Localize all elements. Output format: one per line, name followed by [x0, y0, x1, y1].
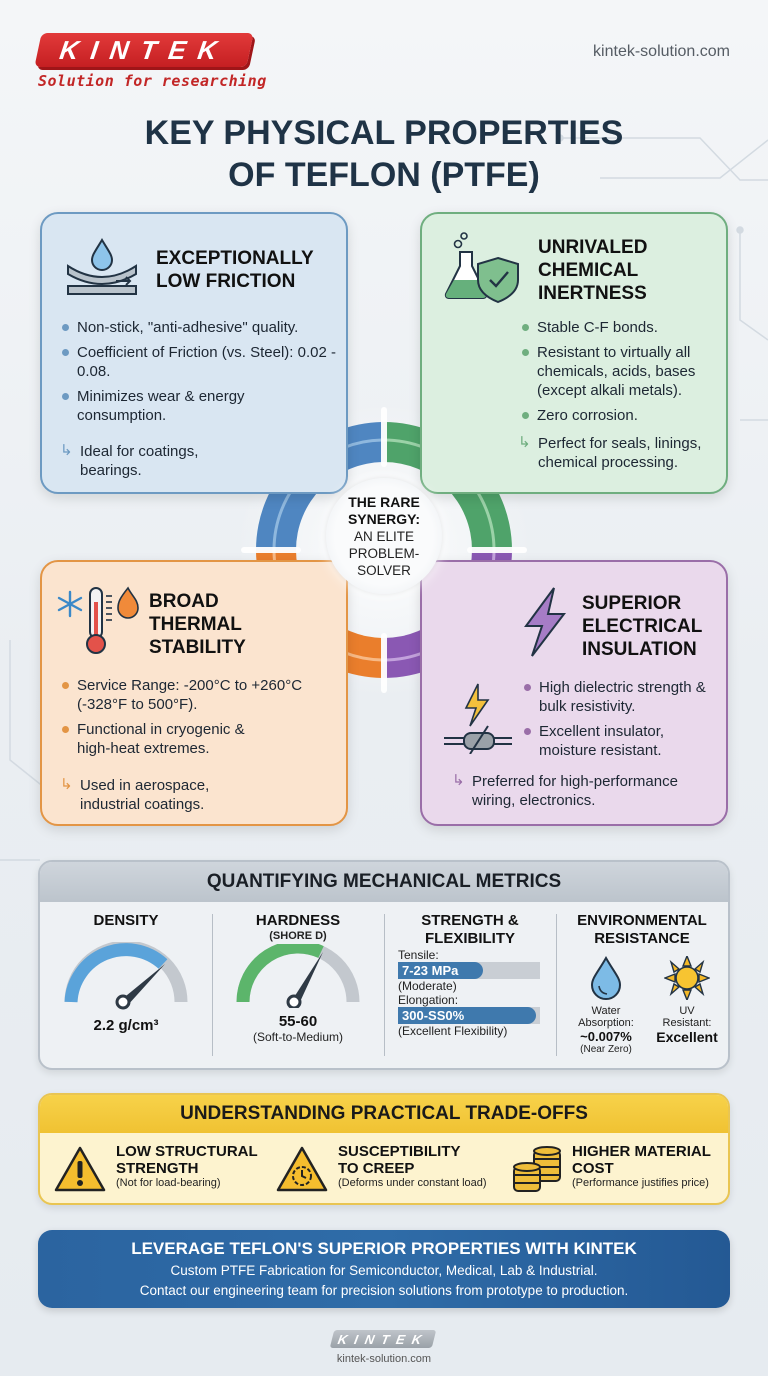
bullet-list: Service Range: -200°C to +260°C (-328°F …: [60, 676, 340, 764]
arrow-return-icon: ↳: [60, 442, 73, 459]
tradeoffs-panel: UNDERSTANDING PRACTICAL TRADE-OFFS LOW S…: [38, 1093, 730, 1205]
hardness-metric: HARDNESS (SHORE D) 55-60 (Soft-to-Medium…: [212, 912, 384, 1058]
cta-line-2: Contact our engineering team for precisi…: [139, 1283, 629, 1298]
water-drop-icon: [590, 955, 622, 1000]
lightning-bolt-icon: [524, 587, 567, 657]
logo-tagline: Solution for researching: [38, 72, 267, 90]
flask-shield-icon: [444, 232, 519, 304]
divider: [212, 914, 213, 1056]
application-note: ↳ Used in aerospace, industrial coatings…: [60, 776, 210, 813]
chemical-inertness-card: UNRIVALED CHEMICAL INERTNESS Stable C-F …: [420, 212, 728, 494]
card-title: EXCEPTIONALLY LOW FRICTION: [156, 248, 314, 292]
divider: [556, 914, 557, 1056]
strength-flexibility-metric: STRENGTH & FLEXIBILITY Tensile: 7-23 MPa…: [384, 912, 556, 1058]
insulated-wire-icon: [444, 683, 512, 754]
uv-resistance: UV Resistant: Excellent: [650, 954, 724, 1045]
cta-heading: LEVERAGE TEFLON'S SUPERIOR PROPERTIES WI…: [131, 1239, 637, 1258]
hardness-gauge-icon: [236, 940, 360, 1010]
tradeoff-item: SUSCEPTIBILITY TO CREEP (Deforms under c…: [338, 1143, 487, 1189]
arrow-return-icon: ↳: [60, 776, 73, 793]
bullet-list: Non-stick, "anti-adhesive" quality. Coef…: [60, 318, 340, 431]
warning-exclamation-icon: [54, 1146, 106, 1192]
low-friction-card: EXCEPTIONALLY LOW FRICTION Non-stick, "a…: [40, 212, 348, 494]
application-note: ↳ Ideal for coatings, bearings.: [60, 442, 199, 479]
site-url-link[interactable]: kintek-solution.com: [593, 43, 730, 60]
thermal-stability-card: BROAD THERMAL STABILITY Service Range: -…: [40, 560, 348, 826]
arrow-return-icon: ↳: [452, 772, 465, 789]
kintek-logo[interactable]: KINTEK: [34, 33, 254, 67]
card-title: UNRIVALED CHEMICAL INERTNESS: [538, 237, 648, 304]
tradeoffs-title: UNDERSTANDING PRACTICAL TRADE-OFFS: [40, 1095, 728, 1133]
water-absorption: Water Absorption: ~0.007% (Near Zero): [566, 955, 646, 1055]
application-note: ↳ Perfect for seals, linings, chemical p…: [518, 434, 702, 471]
warning-clock-icon: [276, 1146, 328, 1192]
arrow-return-icon: ↳: [518, 434, 531, 451]
footer-kintek-logo[interactable]: KINTEK: [329, 1330, 437, 1348]
list-item: Minimizes wear & energy consumption.: [60, 387, 270, 425]
cta-line-1: Custom PTFE Fabrication for Semiconducto…: [170, 1263, 598, 1278]
thermometer-snowflake-flame-icon: [57, 586, 139, 654]
logo-text: KINTEK: [57, 34, 231, 65]
title-line-1: KEY PHYSICAL PROPERTIES: [144, 114, 624, 152]
bullet-list: Stable C-F bonds. Resistant to virtually…: [520, 318, 720, 431]
synergy-center-label: THE RARE SYNERGY: AN ELITE PROBLEM- SOLV…: [326, 478, 442, 594]
card-title: SUPERIOR ELECTRICAL INSULATION: [582, 593, 703, 660]
card-title: BROAD THERMAL STABILITY: [149, 591, 246, 658]
list-item: Resistant to virtually all chemicals, ac…: [520, 343, 720, 400]
electrical-insulation-card: SUPERIOR ELECTRICAL INSULATION High diel…: [420, 560, 728, 826]
cta-banner[interactable]: LEVERAGE TEFLON'S SUPERIOR PROPERTIES WI…: [38, 1230, 730, 1308]
list-item: Zero corrosion.: [520, 406, 720, 425]
list-item: High dielectric strength & bulk resistiv…: [522, 678, 722, 716]
sun-icon: [663, 954, 711, 1002]
metrics-title: QUANTIFYING MECHANICAL METRICS: [40, 862, 728, 902]
tradeoff-item: HIGHER MATERIAL COST (Performance justif…: [572, 1143, 711, 1189]
water-drop-sliding-surface-icon: [67, 238, 137, 295]
bullet-list: High dielectric strength & bulk resistiv…: [522, 678, 722, 766]
tradeoff-item: LOW STRUCTURAL STRENGTH (Not for load-be…: [116, 1143, 258, 1189]
list-item: Stable C-F bonds.: [520, 318, 720, 337]
mechanical-metrics-panel: QUANTIFYING MECHANICAL METRICS DENSITY 2…: [38, 860, 730, 1070]
title-line-2: OF TEFLON (PTFE): [228, 156, 540, 194]
list-item: Coefficient of Friction (vs. Steel): 0.0…: [60, 343, 340, 381]
density-gauge-icon: [64, 940, 188, 1010]
list-item: Non-stick, "anti-adhesive" quality.: [60, 318, 340, 337]
coin-stack-icon: [513, 1146, 561, 1192]
tensile-bar: 7-23 MPa: [398, 962, 540, 979]
elongation-bar: 300-SS0%: [398, 1007, 540, 1024]
list-item: Excellent insulator, moisture resistant.: [522, 722, 722, 760]
list-item: Service Range: -200°C to +260°C (-328°F …: [60, 676, 340, 714]
page-title: KEY PHYSICAL PROPERTIES OF TEFLON (PTFE): [0, 112, 768, 196]
footer-url-link[interactable]: kintek-solution.com: [336, 1353, 432, 1365]
list-item: Functional in cryogenic & high-heat extr…: [60, 720, 270, 758]
environmental-resistance-metric: ENVIRONMENTAL RESISTANCE Water Absorptio…: [556, 912, 728, 1058]
divider: [384, 914, 385, 1056]
application-note: ↳ Preferred for high-performance wiring,…: [452, 772, 678, 809]
density-metric: DENSITY 2.2 g/cm³: [40, 912, 212, 1058]
